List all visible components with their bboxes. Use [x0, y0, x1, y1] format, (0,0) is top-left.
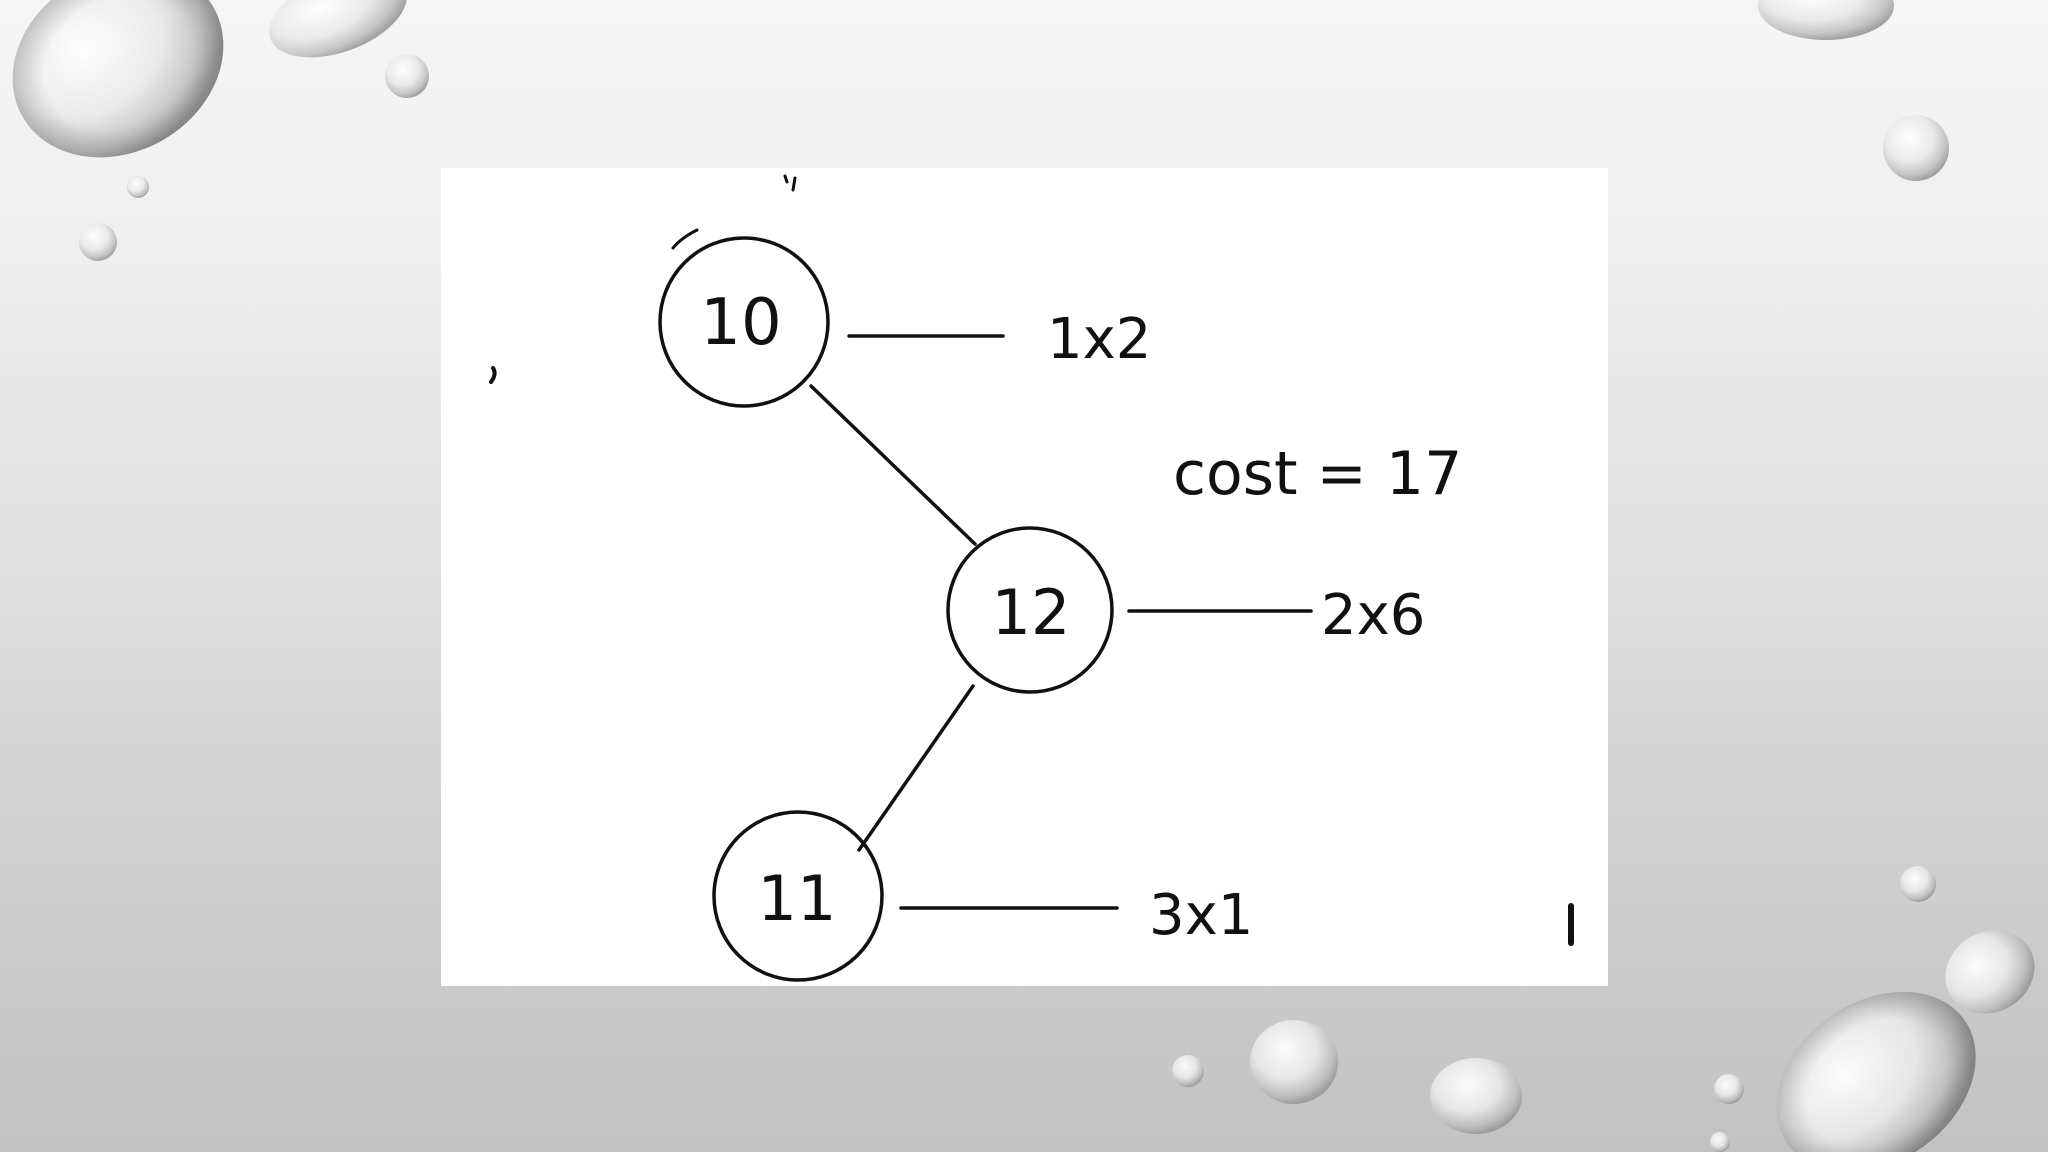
stray-mark [783, 174, 789, 184]
node-11: 11 [712, 810, 884, 982]
droplet [12, 0, 224, 158]
node-label: 10 [700, 286, 781, 360]
droplet [1900, 866, 1936, 902]
edge-12-11 [857, 684, 975, 852]
node-10: 10 [658, 228, 830, 408]
droplet [1776, 991, 1976, 1152]
node-label: 11 [758, 862, 837, 935]
droplet [127, 176, 149, 198]
droplet [1430, 1058, 1522, 1134]
droplet [1250, 1020, 1338, 1104]
droplet [1710, 1132, 1730, 1152]
droplet [1172, 1055, 1204, 1087]
diagram-picture: 10 12 11 1x2 2x6 3x1 cost = 17 [441, 168, 1608, 986]
droplet [1714, 1074, 1744, 1104]
tree-diagram: 10 12 11 1x2 2x6 3x1 cost = 17 [489, 174, 1574, 982]
droplet [1945, 930, 2035, 1014]
droplet [269, 0, 407, 58]
weight-label-10: 1x2 [1047, 307, 1151, 372]
droplet [1883, 115, 1949, 181]
droplet [385, 54, 429, 98]
weight-label-11: 3x1 [1149, 883, 1253, 948]
cost-label: cost = 17 [1173, 439, 1462, 509]
droplet [1758, 0, 1894, 40]
node-12: 12 [946, 526, 1114, 694]
node-label: 12 [992, 576, 1071, 649]
stray-mark [791, 176, 797, 192]
edge-10-12 [809, 384, 977, 546]
droplet [79, 223, 117, 261]
weight-label-12: 2x6 [1321, 583, 1425, 648]
stray-mark [489, 366, 497, 384]
